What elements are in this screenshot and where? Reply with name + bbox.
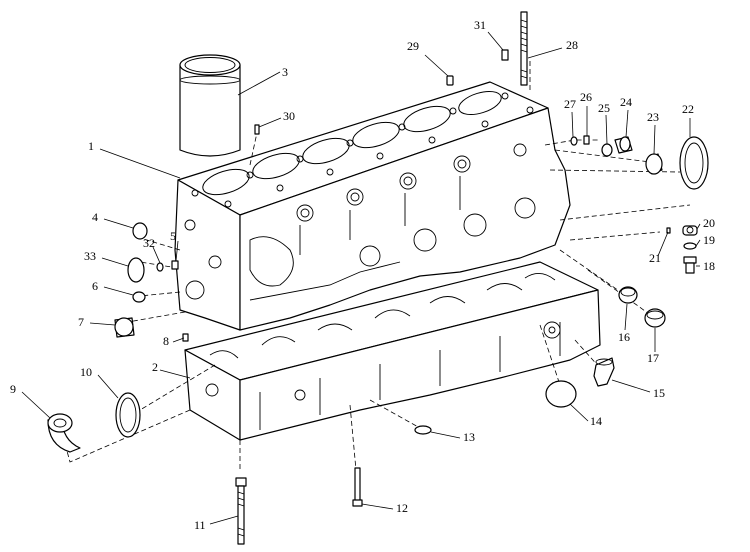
seal-33 (127, 257, 145, 283)
callout-31: 31 (474, 18, 486, 32)
callout-labels: 1 2 3 4 5 6 7 8 9 10 11 12 13 14 15 16 1… (10, 18, 715, 532)
plug-6 (132, 291, 146, 303)
washer-19 (683, 242, 697, 250)
dowel-30 (254, 124, 260, 135)
plug-23 (645, 153, 663, 175)
elbow-15 (593, 357, 615, 387)
callout-10: 10 (80, 365, 92, 379)
plug-4 (132, 222, 148, 240)
callout-3: 3 (282, 65, 288, 79)
leader-lines (21, 31, 701, 525)
callout-14: 14 (590, 414, 602, 428)
callout-26: 26 (580, 90, 592, 104)
callout-22: 22 (682, 102, 694, 116)
pin-8 (182, 333, 189, 342)
bolt-12 (352, 467, 363, 507)
oring-13 (414, 425, 432, 435)
callout-25: 25 (598, 101, 610, 115)
callout-33: 33 (84, 249, 96, 263)
cylinder-block (174, 81, 571, 331)
callout-27: 27 (564, 97, 576, 111)
bolt-18 (683, 256, 697, 274)
callout-15: 15 (653, 386, 665, 400)
ring-27 (570, 136, 578, 146)
washer-32 (156, 262, 164, 272)
callout-2: 2 (152, 360, 158, 374)
oring-25 (601, 143, 613, 157)
callout-19: 19 (703, 233, 715, 247)
seal-22 (679, 136, 709, 190)
seal-10 (115, 392, 141, 438)
callout-20: 20 (703, 216, 715, 230)
callout-29: 29 (407, 39, 419, 53)
fitting-24 (614, 136, 633, 154)
plug-5 (171, 260, 179, 270)
callout-9: 9 (10, 382, 16, 396)
plug-17 (644, 308, 666, 328)
pin-31 (501, 49, 509, 61)
callout-18: 18 (703, 259, 715, 273)
bearing-9 (47, 413, 81, 453)
callout-21: 21 (649, 251, 661, 265)
plug-14 (545, 380, 577, 408)
callout-17: 17 (647, 351, 659, 365)
callout-11: 11 (194, 518, 206, 532)
callout-16: 16 (618, 330, 630, 344)
callout-12: 12 (396, 501, 408, 515)
plug-16 (618, 286, 638, 304)
callout-24: 24 (620, 95, 632, 109)
bolt-11 (235, 477, 247, 545)
callout-30: 30 (283, 109, 295, 123)
dowel-29 (446, 75, 454, 86)
callout-4: 4 (92, 210, 98, 224)
stud-28 (520, 11, 528, 86)
callout-32: 32 (143, 236, 155, 250)
callout-8: 8 (163, 334, 169, 348)
callout-28: 28 (566, 38, 578, 52)
callout-7: 7 (78, 315, 84, 329)
callout-5: 5 (170, 229, 176, 243)
callout-1: 1 (88, 139, 94, 153)
plug-26 (583, 135, 590, 145)
pin-21 (666, 227, 671, 234)
callout-6: 6 (92, 279, 98, 293)
bushing-7 (114, 317, 135, 338)
cylinder-liner (179, 54, 241, 157)
callout-13: 13 (463, 430, 475, 444)
fitting-20 (682, 225, 698, 236)
callout-23: 23 (647, 110, 659, 124)
